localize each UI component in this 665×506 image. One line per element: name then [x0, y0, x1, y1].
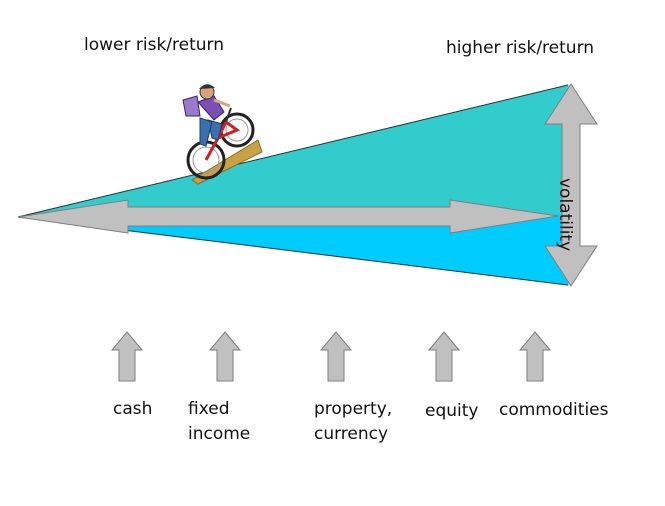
- fixed-income-up-arrow: [208, 331, 242, 382]
- category-equity: equity: [425, 399, 478, 424]
- category-label: property,: [314, 399, 393, 419]
- volatility-label: volatility: [555, 178, 575, 252]
- category-label-line2: currency: [314, 424, 389, 444]
- higher-risk-label: higher risk/return: [446, 38, 595, 58]
- property-up-arrow: [319, 331, 353, 382]
- category-property-currency: property, currency: [314, 397, 392, 447]
- cash-up-arrow: [110, 331, 144, 382]
- equity-up-arrow: [427, 331, 461, 382]
- category-commodities: commodities: [499, 398, 609, 423]
- volatility-arrow: [544, 83, 598, 287]
- category-cash: cash: [113, 397, 152, 422]
- return-arrow: [17, 199, 559, 234]
- category-label-line2: income: [188, 424, 251, 444]
- category-arrows: [110, 331, 552, 382]
- cyclist-icon: [182, 84, 263, 185]
- category-label: commodities: [499, 400, 609, 420]
- category-fixed-income: fixed income: [188, 397, 250, 447]
- upper-edge: [17, 84, 569, 218]
- lower-risk-label: lower risk/return: [84, 35, 225, 55]
- category-label: equity: [425, 401, 479, 421]
- category-label: fixed: [188, 399, 230, 419]
- category-label: cash: [113, 399, 153, 419]
- commodities-up-arrow: [518, 331, 552, 382]
